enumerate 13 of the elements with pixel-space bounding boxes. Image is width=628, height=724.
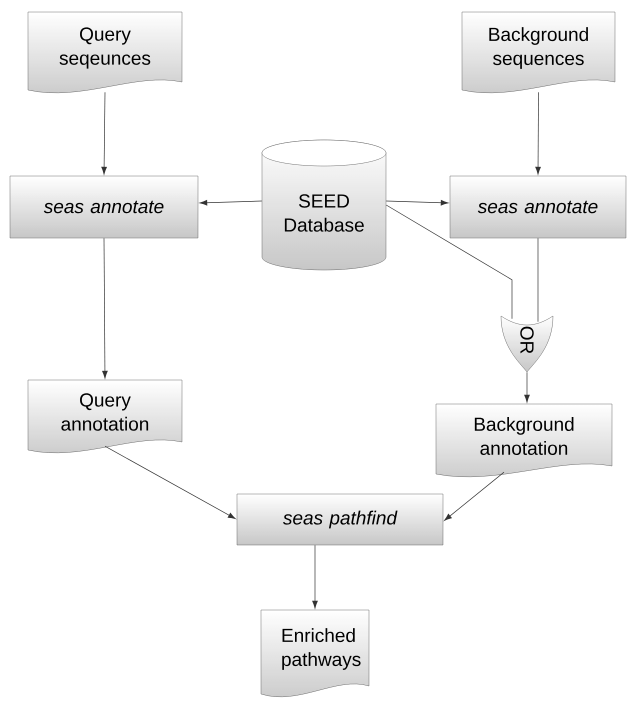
process-box: seas pathfind [236,494,444,546]
database-cylinder: SEED Database [262,140,386,270]
arrow [312,544,318,609]
arrow [444,472,504,521]
arrow [102,238,108,379]
process-box: seas annotate [450,176,626,238]
arrow [101,92,107,175]
arrow [535,92,541,175]
arrow [524,372,530,403]
arrow [104,446,236,520]
process-box: seas annotate [10,176,198,238]
arrow [199,200,262,206]
arrow [386,200,449,206]
